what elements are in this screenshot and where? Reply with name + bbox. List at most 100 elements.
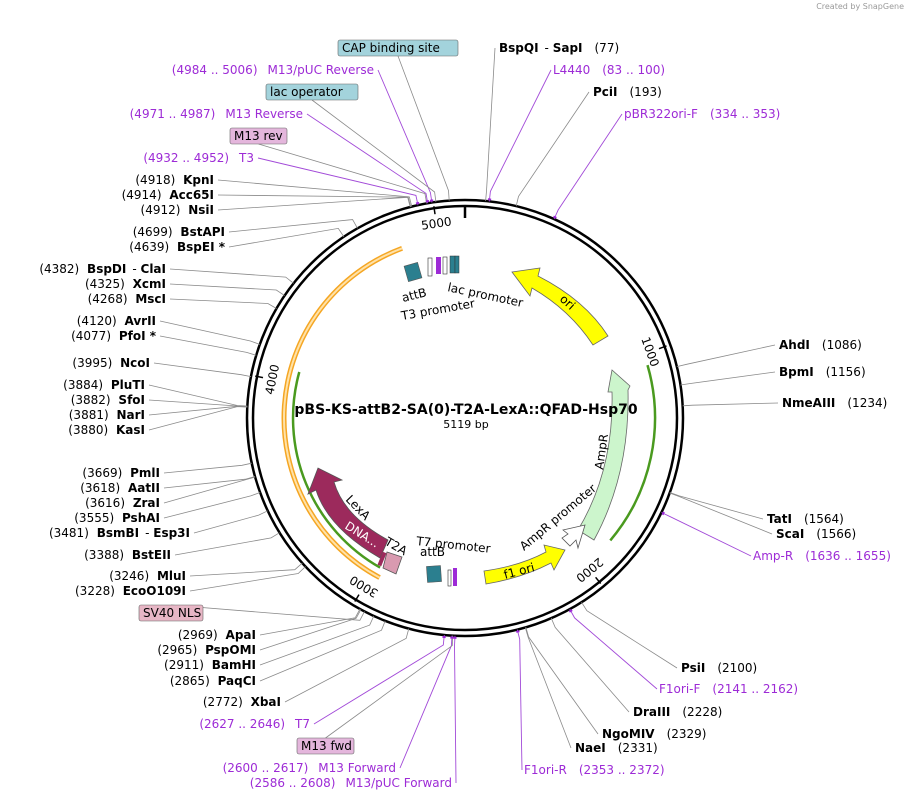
enzyme-left-14: (3880) KasI <box>68 423 145 437</box>
tick-mark-4 <box>255 375 264 379</box>
enzyme-left-11: (3884) PluTI <box>63 378 145 392</box>
ampr-label: AmpR <box>592 433 611 470</box>
enzyme-left-12: (3882) SfoI <box>71 393 145 407</box>
feature-right-3: F1ori-F(2141 .. 2162) <box>659 682 798 696</box>
enzyme-left-27: (2772) XbaI <box>203 695 281 709</box>
tick-mark-3 <box>354 594 360 602</box>
enzyme-left-leader-24 <box>259 609 362 651</box>
enzyme-left-9: (4077) PfoI * <box>71 329 157 343</box>
enzyme-left-4: (4639) BspEI * <box>129 240 225 254</box>
enzyme-left-leader-26 <box>259 620 386 682</box>
svg-text:M13 fwd: M13 fwd <box>301 739 352 753</box>
feature-arcs <box>281 245 657 580</box>
t3-promoter-block <box>427 257 433 277</box>
enzyme-left-3: (4699) BstAPI <box>133 225 225 239</box>
label-leader-lines <box>148 47 779 784</box>
feature-left-leader-2 <box>257 157 419 206</box>
svg-text:CAP binding site: CAP binding site <box>342 41 440 55</box>
snapgene-credit: Created by SnapGene <box>816 2 904 11</box>
enzyme-right-leader-0 <box>485 47 496 202</box>
enzyme-left-leader-27 <box>284 628 410 703</box>
enzyme-right-leader-10 <box>524 627 572 749</box>
lexa-dna-arrow <box>307 467 389 559</box>
enzyme-left-21: (3246) MluI <box>109 569 186 583</box>
feature-left-2: (4932 .. 4952)T3 <box>143 151 254 165</box>
feature-right-leader-3 <box>569 608 658 690</box>
enzyme-left-leader-16 <box>163 476 256 489</box>
boxed-label-leader-1 <box>311 99 437 202</box>
feature-left-1: (4971 .. 4987)M13 Reverse <box>130 107 303 121</box>
boxed-label-4: SV40 NLS <box>138 604 204 622</box>
enzyme-left-leader-7 <box>169 298 277 309</box>
feature-right-leader-0 <box>488 69 552 202</box>
enzyme-left-leader-8 <box>159 320 260 345</box>
enzyme-right-5: TatI(1564) <box>767 512 844 526</box>
plasmid-length: 5119 bp <box>443 418 488 431</box>
enzyme-left-18: (3555) PshAI <box>74 511 160 525</box>
enzyme-left-25: (2911) BamHI <box>164 658 256 672</box>
tick-label-4: 4000 <box>262 363 282 396</box>
enzyme-left-16: (3618) AatII <box>80 481 160 495</box>
tick-mark-1 <box>658 345 667 350</box>
svg-text:M13 rev: M13 rev <box>234 129 283 143</box>
enzyme-left-leader-15 <box>163 462 252 474</box>
enzyme-left-15: (3669) PmlI <box>82 466 160 480</box>
enzyme-right-3: BpmI(1156) <box>779 365 866 379</box>
boxed-label-leader-3 <box>325 635 454 739</box>
enzyme-left-leader-5 <box>169 268 294 284</box>
feature-right-site-1 <box>553 215 557 219</box>
enzyme-left-leader-23 <box>259 608 361 636</box>
enzyme-left-leader-22 <box>189 566 306 592</box>
feature-left-site-2 <box>415 201 420 205</box>
ori-arrow <box>511 267 609 346</box>
feature-left-3: (2627 .. 2646)T7 <box>199 717 310 731</box>
t2a-block <box>382 551 403 575</box>
feature-left-leader-5 <box>454 635 457 784</box>
enzyme-left-1: (4914) Acc65I <box>122 188 214 202</box>
enzyme-left-leader-3 <box>228 219 358 233</box>
enzyme-right-9: NgoMIV(2329) <box>602 727 706 741</box>
boxed-label-1: lac operator <box>265 83 359 101</box>
insert-orange-arc-core <box>283 247 403 579</box>
enzyme-right-leader-7 <box>581 601 678 669</box>
enzyme-left-26: (2865) PaqCI <box>170 674 256 688</box>
lac-block-3 <box>449 255 456 274</box>
enzyme-left-22: (3228) EcoO109I <box>75 584 186 598</box>
enzyme-left-leader-12 <box>148 399 248 407</box>
feature-right-1: pBR322ori-F(334 .. 353) <box>624 107 780 121</box>
enzyme-left-leader-19 <box>193 510 268 534</box>
attb-bottom-label: attB <box>420 545 445 559</box>
enzyme-left-19: (3481) BsmBI- Esp3I <box>49 526 190 540</box>
enzyme-left-13: (3881) NarI <box>69 408 145 422</box>
feature-left-5: (2586 .. 2608)M13/pUC Forward <box>250 776 452 790</box>
enzyme-left-20: (3388) BstEII <box>84 548 171 562</box>
lac-block-4 <box>454 255 460 274</box>
enzyme-left-7: (4268) MscI <box>88 292 166 306</box>
enzyme-left-8: (4120) AvrII <box>77 314 156 328</box>
tick-mark-2 <box>595 576 602 584</box>
enzyme-left-2: (4912) NsiI <box>141 203 214 217</box>
feature-left-site-1 <box>425 199 430 203</box>
map-labels: BspQI- SapI(77)PciI(193)AhdI(1086)BpmI(1… <box>39 39 891 790</box>
lac-block-1 <box>436 257 441 274</box>
lac-block-2 <box>442 256 448 275</box>
tick-label-5: 5000 <box>420 214 452 232</box>
enzyme-right-leader-1 <box>515 91 590 207</box>
boxed-label-2: M13 rev <box>229 127 288 145</box>
enzyme-left-leader-10 <box>153 362 252 377</box>
enzyme-left-leader-11 <box>148 384 248 407</box>
enzyme-left-leader-2 <box>217 196 411 211</box>
enzyme-left-leader-4 <box>228 227 345 248</box>
feature-left-4: (2600 .. 2617)M13 Forward <box>223 761 396 775</box>
feature-right-site-4 <box>515 630 520 633</box>
enzyme-left-leader-0 <box>217 179 413 207</box>
feature-right-0: L4440(83 .. 100) <box>553 63 665 77</box>
attb-bottom-block <box>426 565 442 583</box>
feature-right-4: F1ori-R(2353 .. 2372) <box>524 763 665 777</box>
feature-right-2: Amp-R(1636 .. 1655) <box>753 549 891 563</box>
boxed-label-3: M13 fwd <box>296 737 355 755</box>
t2a-small-block <box>377 551 387 567</box>
enzyme-left-10: (3995) NcoI <box>72 356 150 370</box>
plasmid-name: pBS-KS-attB2-SA(0)-T2A-LexA::QFAD-Hsp70 <box>294 402 637 418</box>
enzyme-right-4: NmeAIII(1234) <box>782 396 887 410</box>
